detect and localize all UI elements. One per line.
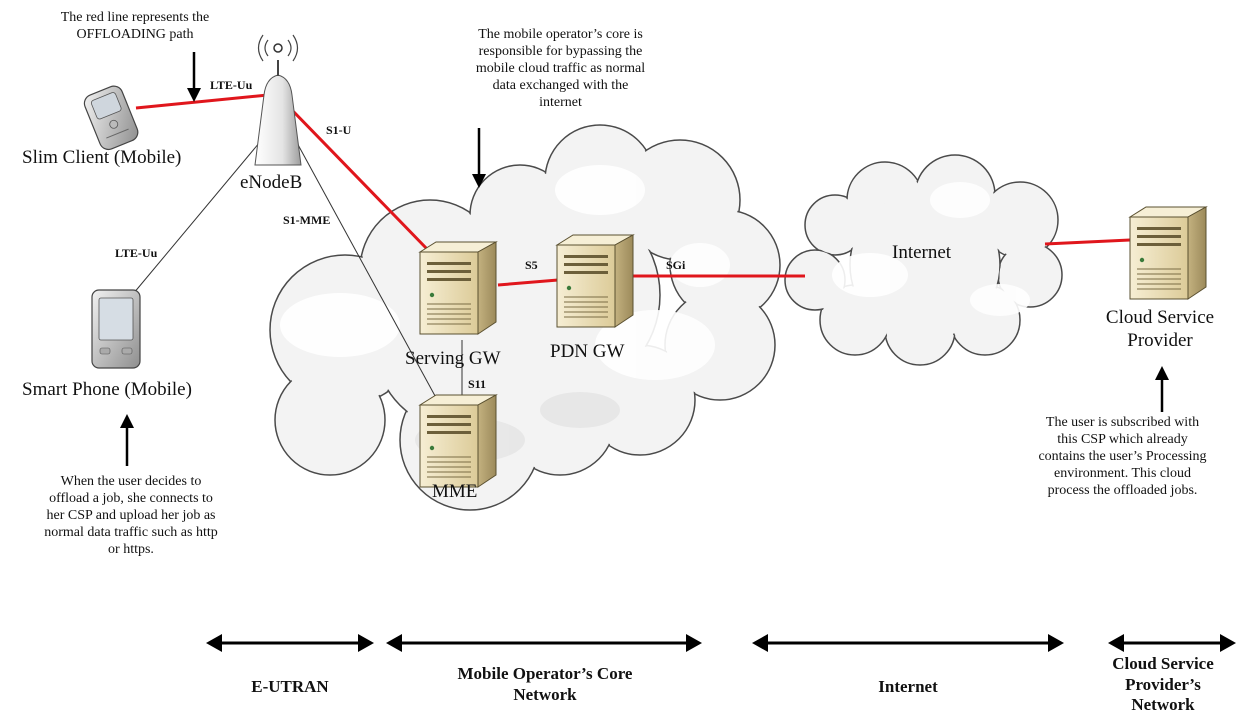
note-line: offload a job, she connects to: [49, 491, 213, 507]
s11-label: S11: [468, 377, 487, 391]
note-line: The user is subscribed with: [1045, 415, 1200, 430]
segment-line: Network: [513, 684, 577, 704]
smart-phone-label: Smart Phone (Mobile): [22, 379, 192, 400]
sgi-label: SGi: [666, 258, 686, 272]
note-line: OFFLOADING path: [76, 27, 194, 43]
s1-mme-label: S1-MME: [283, 213, 331, 227]
note-line: mobile cloud traffic as normal: [475, 61, 646, 77]
mme-server-icon: [419, 394, 497, 488]
slim-client-phone-icon: [83, 85, 139, 151]
csp-server-icon: [1129, 206, 1207, 300]
enodeb-tower-icon: [254, 34, 302, 166]
note-line: process the offloaded jobs.: [1047, 483, 1198, 499]
core-network-cloud: [269, 124, 781, 511]
pdn-gw-server-icon: [556, 234, 634, 328]
segment-line: Provider’s: [1125, 674, 1201, 694]
offloading-note: The red line represents the OFFLOADING p…: [0, 9, 270, 43]
lte-uu-top-label: LTE-Uu: [210, 78, 253, 92]
internet-label: Internet: [892, 242, 952, 263]
cloud-provider-label: Cloud Service Provider: [1080, 306, 1240, 352]
note-line: contains the user’s Processing: [1038, 449, 1207, 465]
segment-line: Internet: [878, 677, 938, 696]
offloading-path: [135, 93, 1131, 287]
lte-uu-left-label: LTE-Uu: [115, 246, 158, 260]
segment-line: Mobile Operator’s Core: [457, 664, 633, 683]
pdn-gw-label: PDN GW: [550, 341, 625, 362]
segment-internet-label: Internet: [808, 677, 1008, 698]
segment-core-label: Mobile Operator’s Core Network: [395, 664, 695, 705]
smart-phone-icon: [91, 289, 141, 369]
mme-label: MME: [432, 481, 478, 502]
label-line: Provider: [1127, 330, 1193, 352]
signalling-links: [127, 117, 463, 406]
note-line: internet: [539, 95, 582, 111]
note-line: her CSP and upload her job as: [46, 508, 216, 524]
note-line: or https.: [108, 542, 154, 558]
note-line: When the user decides to: [60, 474, 202, 489]
segment-eutran-label: E-UTRAN: [200, 677, 380, 698]
note-line: The red line represents the: [60, 10, 210, 25]
segment-line: E-UTRAN: [251, 677, 329, 696]
pointer-arrows: [120, 52, 1169, 466]
core-note: The mobile operator’s core is responsibl…: [418, 26, 703, 111]
note-line: data exchanged with the: [492, 78, 629, 94]
label-line: Cloud Service: [1105, 307, 1215, 328]
internet-cloud: [784, 154, 1063, 366]
serving-gw-server-icon: [419, 241, 497, 335]
enodeb-label: eNodeB: [240, 172, 303, 193]
serving-gw-label: Serving GW: [405, 348, 501, 369]
s5-label: S5: [525, 258, 538, 272]
slim-client-label: Slim Client (Mobile): [22, 147, 182, 168]
note-line: normal data traffic such as http: [44, 525, 218, 541]
segment-arrows: [206, 634, 1236, 652]
user-note: When the user decides to offload a job, …: [0, 473, 262, 558]
note-line: this CSP which already: [1057, 432, 1188, 448]
s1-u-label: S1-U: [326, 123, 352, 137]
segment-line: Network: [1131, 695, 1195, 715]
note-line: environment. This cloud: [1054, 466, 1191, 482]
csp-note: The user is subscribed with this CSP whi…: [1000, 414, 1240, 499]
segment-line: Cloud Service: [1112, 654, 1214, 673]
segment-csp-label: Cloud Service Provider’s Network: [1088, 654, 1238, 716]
note-line: responsible for bypassing the: [478, 44, 643, 60]
note-line: The mobile operator’s core is: [478, 27, 643, 42]
